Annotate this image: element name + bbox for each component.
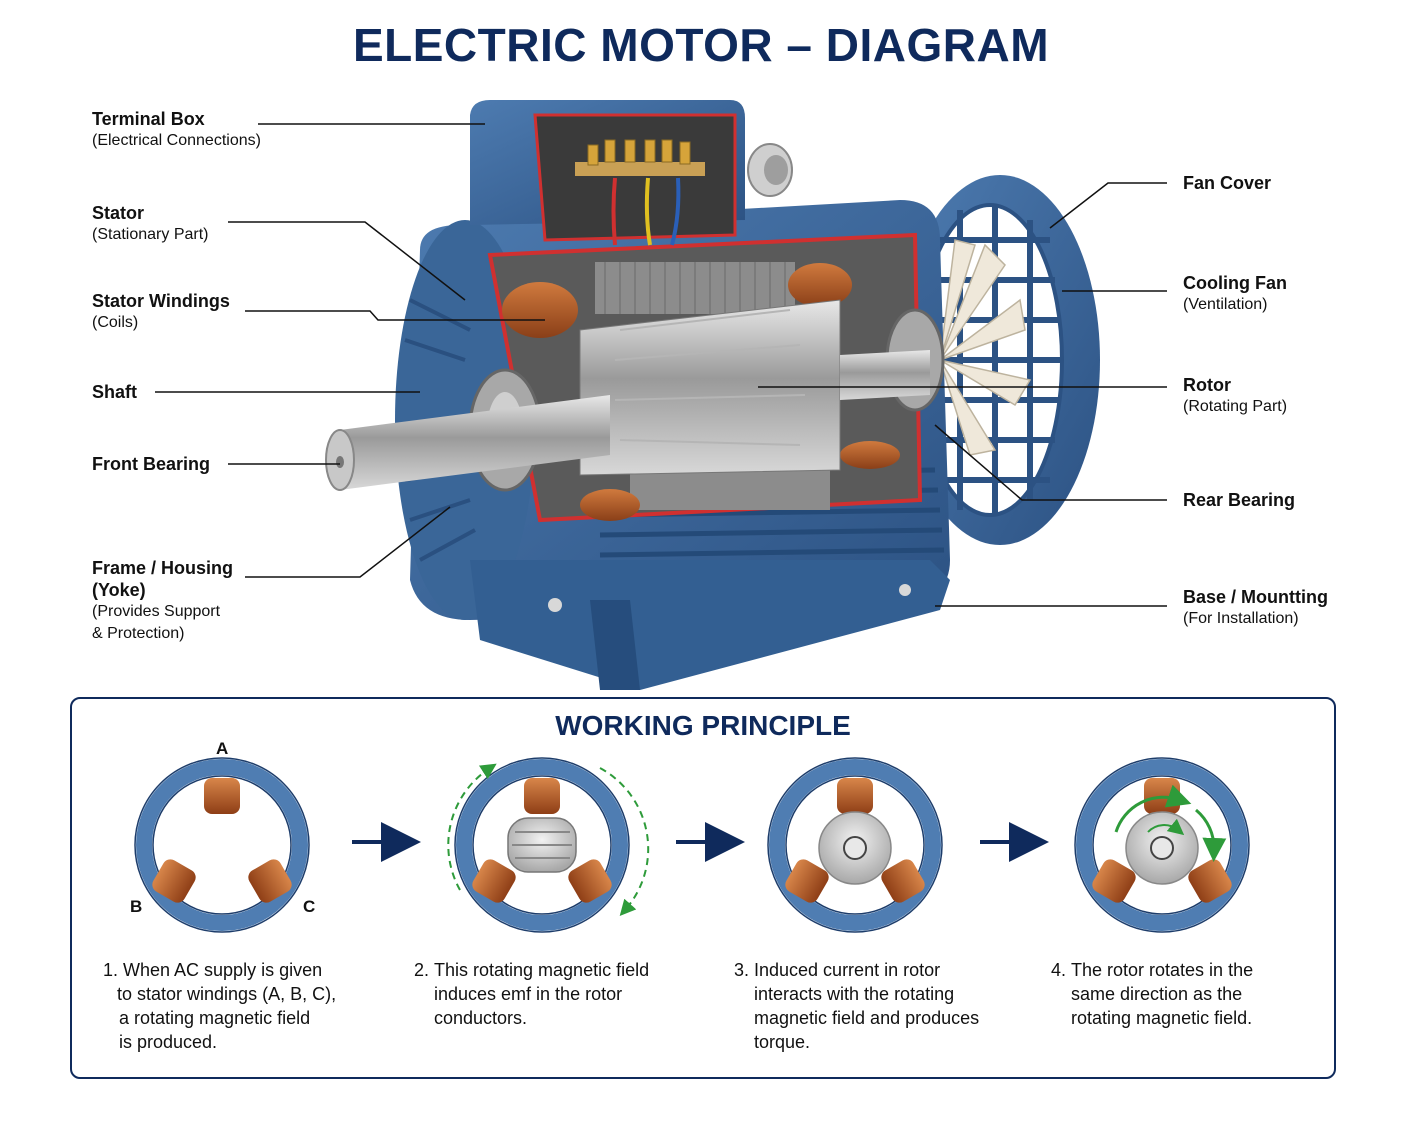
label-stator-windings: Stator Windings (Coils)	[92, 291, 230, 331]
page-title: ELECTRIC MOTOR – DIAGRAM	[352, 19, 1050, 71]
label-frame-housing: Frame / Housing (Yoke) (Provides Support…	[92, 558, 234, 642]
working-principle-title: WORKING PRINCIPLE	[555, 710, 851, 741]
winding-front-bottom	[580, 489, 640, 521]
winding-rear-bottom	[840, 441, 900, 469]
label-rear-bearing: Rear Bearing	[1183, 490, 1296, 510]
label-base-mounting: Base / Mountting (For Installation)	[1183, 587, 1328, 627]
label-cooling-fan: Cooling Fan (Ventilation)	[1183, 273, 1287, 313]
label-terminal-box: Terminal Box (Electrical Connections)	[92, 109, 261, 149]
winding-rear-top	[788, 263, 852, 307]
label-rotor: Rotor (Rotating Part)	[1183, 375, 1288, 415]
working-principle-panel	[70, 697, 1336, 1079]
step-2: 2. This rotating magnetic field induces …	[414, 960, 650, 1028]
step-1: 1. When AC supply is given to stator win…	[103, 960, 337, 1052]
base-mounting	[430, 560, 950, 690]
step-3: 3. Induced current in rotor interacts wi…	[734, 960, 980, 1052]
label-shaft: Shaft	[92, 382, 137, 402]
label-stator: Stator (Stationary Part)	[92, 203, 209, 243]
step-4: 4. The rotor rotates in the same directi…	[1051, 960, 1254, 1028]
motor-illustration	[155, 100, 1167, 690]
label-front-bearing: Front Bearing	[92, 454, 211, 474]
phase-label-b: B	[130, 897, 143, 916]
winding-front-top	[502, 282, 578, 338]
leader-lines	[155, 123, 1167, 607]
label-fan-cover: Fan Cover	[1183, 173, 1272, 193]
phase-label-a: A	[216, 739, 229, 758]
phase-label-c: C	[303, 897, 316, 916]
cooling-fan	[939, 239, 1032, 456]
terminal-box	[470, 100, 793, 246]
